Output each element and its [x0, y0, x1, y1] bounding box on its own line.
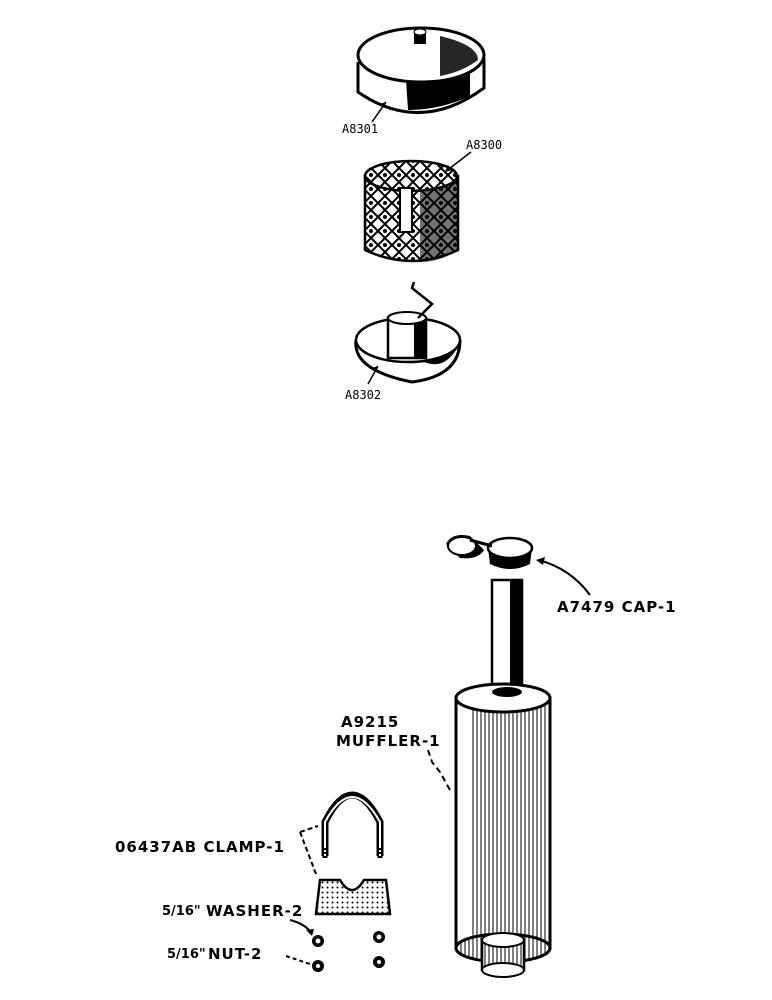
u-bolt: [321, 791, 384, 860]
washer-left: [312, 935, 324, 947]
label-a8300: A8300: [466, 138, 503, 152]
label-nut: NUT-2: [208, 945, 263, 963]
nut-right: [373, 956, 385, 968]
leader-a7479: [536, 557, 591, 596]
rain-cap: [446, 535, 534, 569]
label-nut-size: 5/16": [167, 947, 206, 962]
nut-left: [312, 960, 324, 972]
label-clamp: 06437AB CLAMP-1: [115, 838, 285, 856]
washer-right: [373, 931, 385, 943]
label-a8302: A8302: [345, 388, 382, 402]
air-cleaner-cap: [356, 26, 486, 115]
leader-a9215: [427, 749, 451, 791]
leader-clamp: [299, 825, 319, 875]
leader-nut: [285, 955, 311, 965]
leader-washer: [289, 919, 314, 936]
label-a8301: A8301: [342, 122, 379, 136]
leader-a8301: [371, 101, 387, 123]
label-washer: WASHER-2: [206, 902, 304, 920]
filter-element: [363, 159, 460, 263]
leader-a8300: [444, 151, 472, 173]
label-muffler: MUFFLER-1: [336, 732, 441, 750]
label-a9215: A9215: [341, 713, 400, 731]
label-a7479-cap: A7479 CAP-1: [557, 598, 677, 616]
base-cup: [354, 281, 462, 384]
muffler: [454, 578, 552, 978]
clamp-saddle: [314, 878, 392, 916]
leader-a8302: [367, 365, 379, 385]
label-washer-size: 5/16": [162, 904, 201, 919]
